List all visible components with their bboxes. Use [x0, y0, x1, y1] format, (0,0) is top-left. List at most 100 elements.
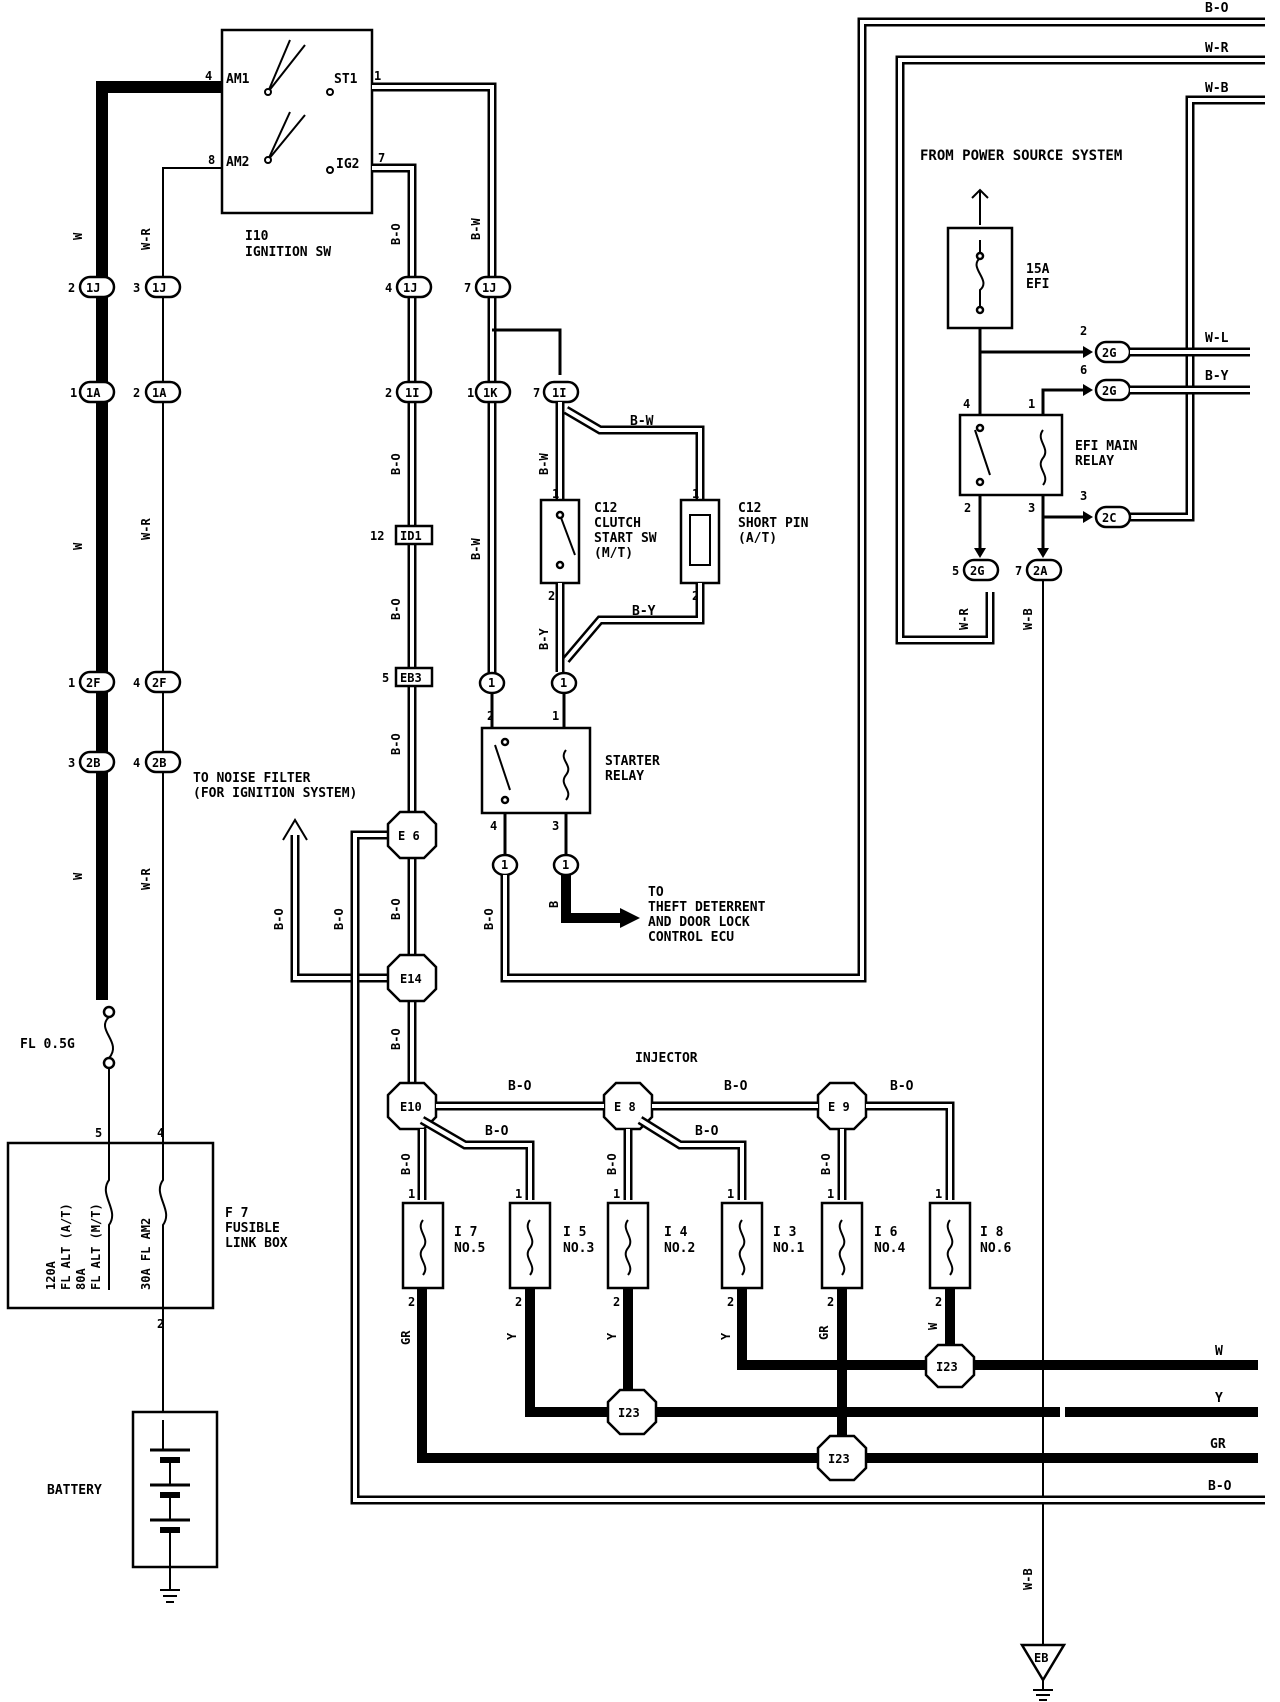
injector-i4: 1 2 I 4 NO.2: [606, 1187, 695, 1309]
fl-80a: 80A: [74, 1268, 88, 1290]
wire-color-bo: B-O: [389, 733, 403, 755]
wire-color-by: B-Y: [632, 604, 656, 619]
injector-no: NO.3: [563, 1241, 594, 1256]
connector-1: 1: [562, 858, 569, 872]
am1-supply-wire: W W W: [71, 81, 222, 1000]
fl-alt-mt: FL ALT (M/T): [89, 1203, 103, 1290]
fl-fusible: FL 0.5G: [20, 1005, 116, 1135]
connector-2g: 2G: [970, 564, 984, 578]
pin-label: 4: [963, 397, 970, 411]
st1-wire: B-W B-W 1J 7 1K 1 1I 7: [372, 82, 580, 675]
pin-label: 3: [133, 281, 140, 295]
connector-i23: I23: [618, 1406, 640, 1420]
pin-label: 2: [548, 589, 555, 603]
noise-filter-branch: TO NOISE FILTER (FOR IGNITION SYSTEM) B-…: [193, 771, 1265, 1505]
noise-filter-line1: TO NOISE FILTER: [193, 771, 311, 786]
wire-color-wr: W-R: [957, 608, 971, 630]
injector-id: I 3: [773, 1225, 796, 1240]
short-pin-line1: SHORT PIN: [738, 516, 809, 531]
injector-i6: 1 2 I 6 NO.4: [820, 1187, 905, 1309]
connector-2a: 2A: [1033, 564, 1048, 578]
connector-eb3: EB3: [400, 671, 422, 685]
wire-color-bo: B-O: [695, 1124, 719, 1139]
pin-label: 7: [533, 386, 540, 400]
injector-i5: 1 2 I 5 NO.3: [508, 1187, 594, 1309]
pin-label: 4: [133, 756, 140, 770]
efi-fuse-rating: 15A: [1026, 262, 1050, 277]
wire-color-bo: B-O: [890, 1079, 914, 1094]
wire-color-bo: B-O: [605, 1153, 619, 1175]
pin-label: 4: [133, 676, 140, 690]
pin-label: 2: [827, 1295, 834, 1309]
pin-label: 7: [464, 281, 471, 295]
pin-label: 4: [385, 281, 392, 295]
wire-color-bo: B-O: [399, 1153, 413, 1175]
wire-color-wr: W-R: [1205, 41, 1229, 56]
short-pin-line2: (A/T): [738, 531, 777, 546]
wire-color-gr: GR: [1210, 1437, 1226, 1452]
pin-label: 2: [935, 1295, 942, 1309]
wire-color-gr: GR: [817, 1325, 831, 1340]
pin-label: 2: [157, 1317, 164, 1331]
pin-label: 2: [408, 1295, 415, 1309]
wire-color-bo: B-O: [389, 223, 403, 245]
injector-no: NO.1: [773, 1241, 804, 1256]
injector-id: I 6: [874, 1225, 898, 1240]
connector-1a: 1A: [152, 386, 167, 400]
wire-color-bo: B-O: [482, 908, 496, 930]
ig2-wire: B-O B-O B-O B-O B-O B-O 1J 4 1I 2 ID1 12…: [370, 163, 434, 1090]
wire-color-bo: B-O: [332, 908, 346, 930]
wire-color-wb: W-B: [1205, 81, 1229, 96]
wire-color-w: W: [1215, 1344, 1223, 1359]
injector-id: I 4: [664, 1225, 688, 1240]
pin-label: 4: [157, 1126, 164, 1140]
ground-label: EB: [1034, 1651, 1048, 1665]
pin-label: 3: [68, 756, 75, 770]
fusible-link-box: 5 4 2 120A FL ALT (A/T) 80A FL ALT (M/T)…: [6, 1126, 288, 1420]
theft-line1: TO: [648, 885, 664, 900]
wire-color-wb: W-B: [1021, 608, 1035, 630]
wire-color-bo: B-O: [819, 1153, 833, 1175]
ignition-id: I10: [245, 229, 269, 244]
connector-1: 1: [488, 676, 495, 690]
wire-color-bo: B-O: [508, 1079, 532, 1094]
clutch-line1: CLUTCH: [594, 516, 641, 531]
fl-am2: 30A FL AM2: [139, 1218, 153, 1290]
st1-pin: 1: [374, 69, 381, 83]
am1-label: AM1: [226, 72, 250, 87]
wire-color-bo: B-O: [485, 1124, 509, 1139]
pin-label: 1: [935, 1187, 942, 1201]
left-connectors: 1J 2 1J 3 1A 1 1A 2 2F 1 2F 4 2B 3 2B 4: [68, 275, 182, 774]
efi-fuse-name: EFI: [1026, 277, 1049, 292]
bo-return-wire: B-O B-O: [482, 1, 1265, 983]
connector-2c: 2C: [1102, 511, 1116, 525]
injectors: 1 2 I 7 NO.5 1 2 I 5 NO.3 1 2 I 4 NO.2 1…: [401, 1187, 1011, 1309]
fl-alt-at: FL ALT (A/T): [59, 1203, 73, 1290]
connector-i23: I23: [828, 1452, 850, 1466]
injector-i3: 1 2 I 3 NO.1: [720, 1187, 804, 1309]
theft-line4: CONTROL ECU: [648, 930, 734, 945]
pin-label: 6: [1080, 363, 1087, 377]
pin-label: 3: [1028, 501, 1035, 515]
splice-e10: E10: [400, 1100, 422, 1114]
fusible-id: F 7: [225, 1206, 248, 1221]
pin-label: 5: [95, 1126, 102, 1140]
connector-1j: 1J: [482, 281, 496, 295]
splice-points: E 6 E14 E10 E 8 E 9: [386, 810, 868, 1131]
pin-label: 2: [515, 1295, 522, 1309]
injector-no: NO.2: [664, 1241, 695, 1256]
wire-color-y: Y: [605, 1332, 619, 1340]
pin-label: 1: [827, 1187, 834, 1201]
pin-label: 1: [515, 1187, 522, 1201]
connector-2g: 2G: [1102, 384, 1116, 398]
pin-label: 1: [727, 1187, 734, 1201]
wire-color-bo: B-O: [389, 598, 403, 620]
pin-label: 1: [1028, 397, 1035, 411]
am2-label: AM2: [226, 155, 249, 170]
wire-color-w: W: [71, 872, 85, 880]
pin-label: 2: [487, 709, 494, 723]
pin-label: 4: [490, 819, 497, 833]
pin-label: 3: [552, 819, 559, 833]
connector-1i: 1I: [552, 386, 566, 400]
efi-relay-line2: RELAY: [1075, 454, 1114, 469]
